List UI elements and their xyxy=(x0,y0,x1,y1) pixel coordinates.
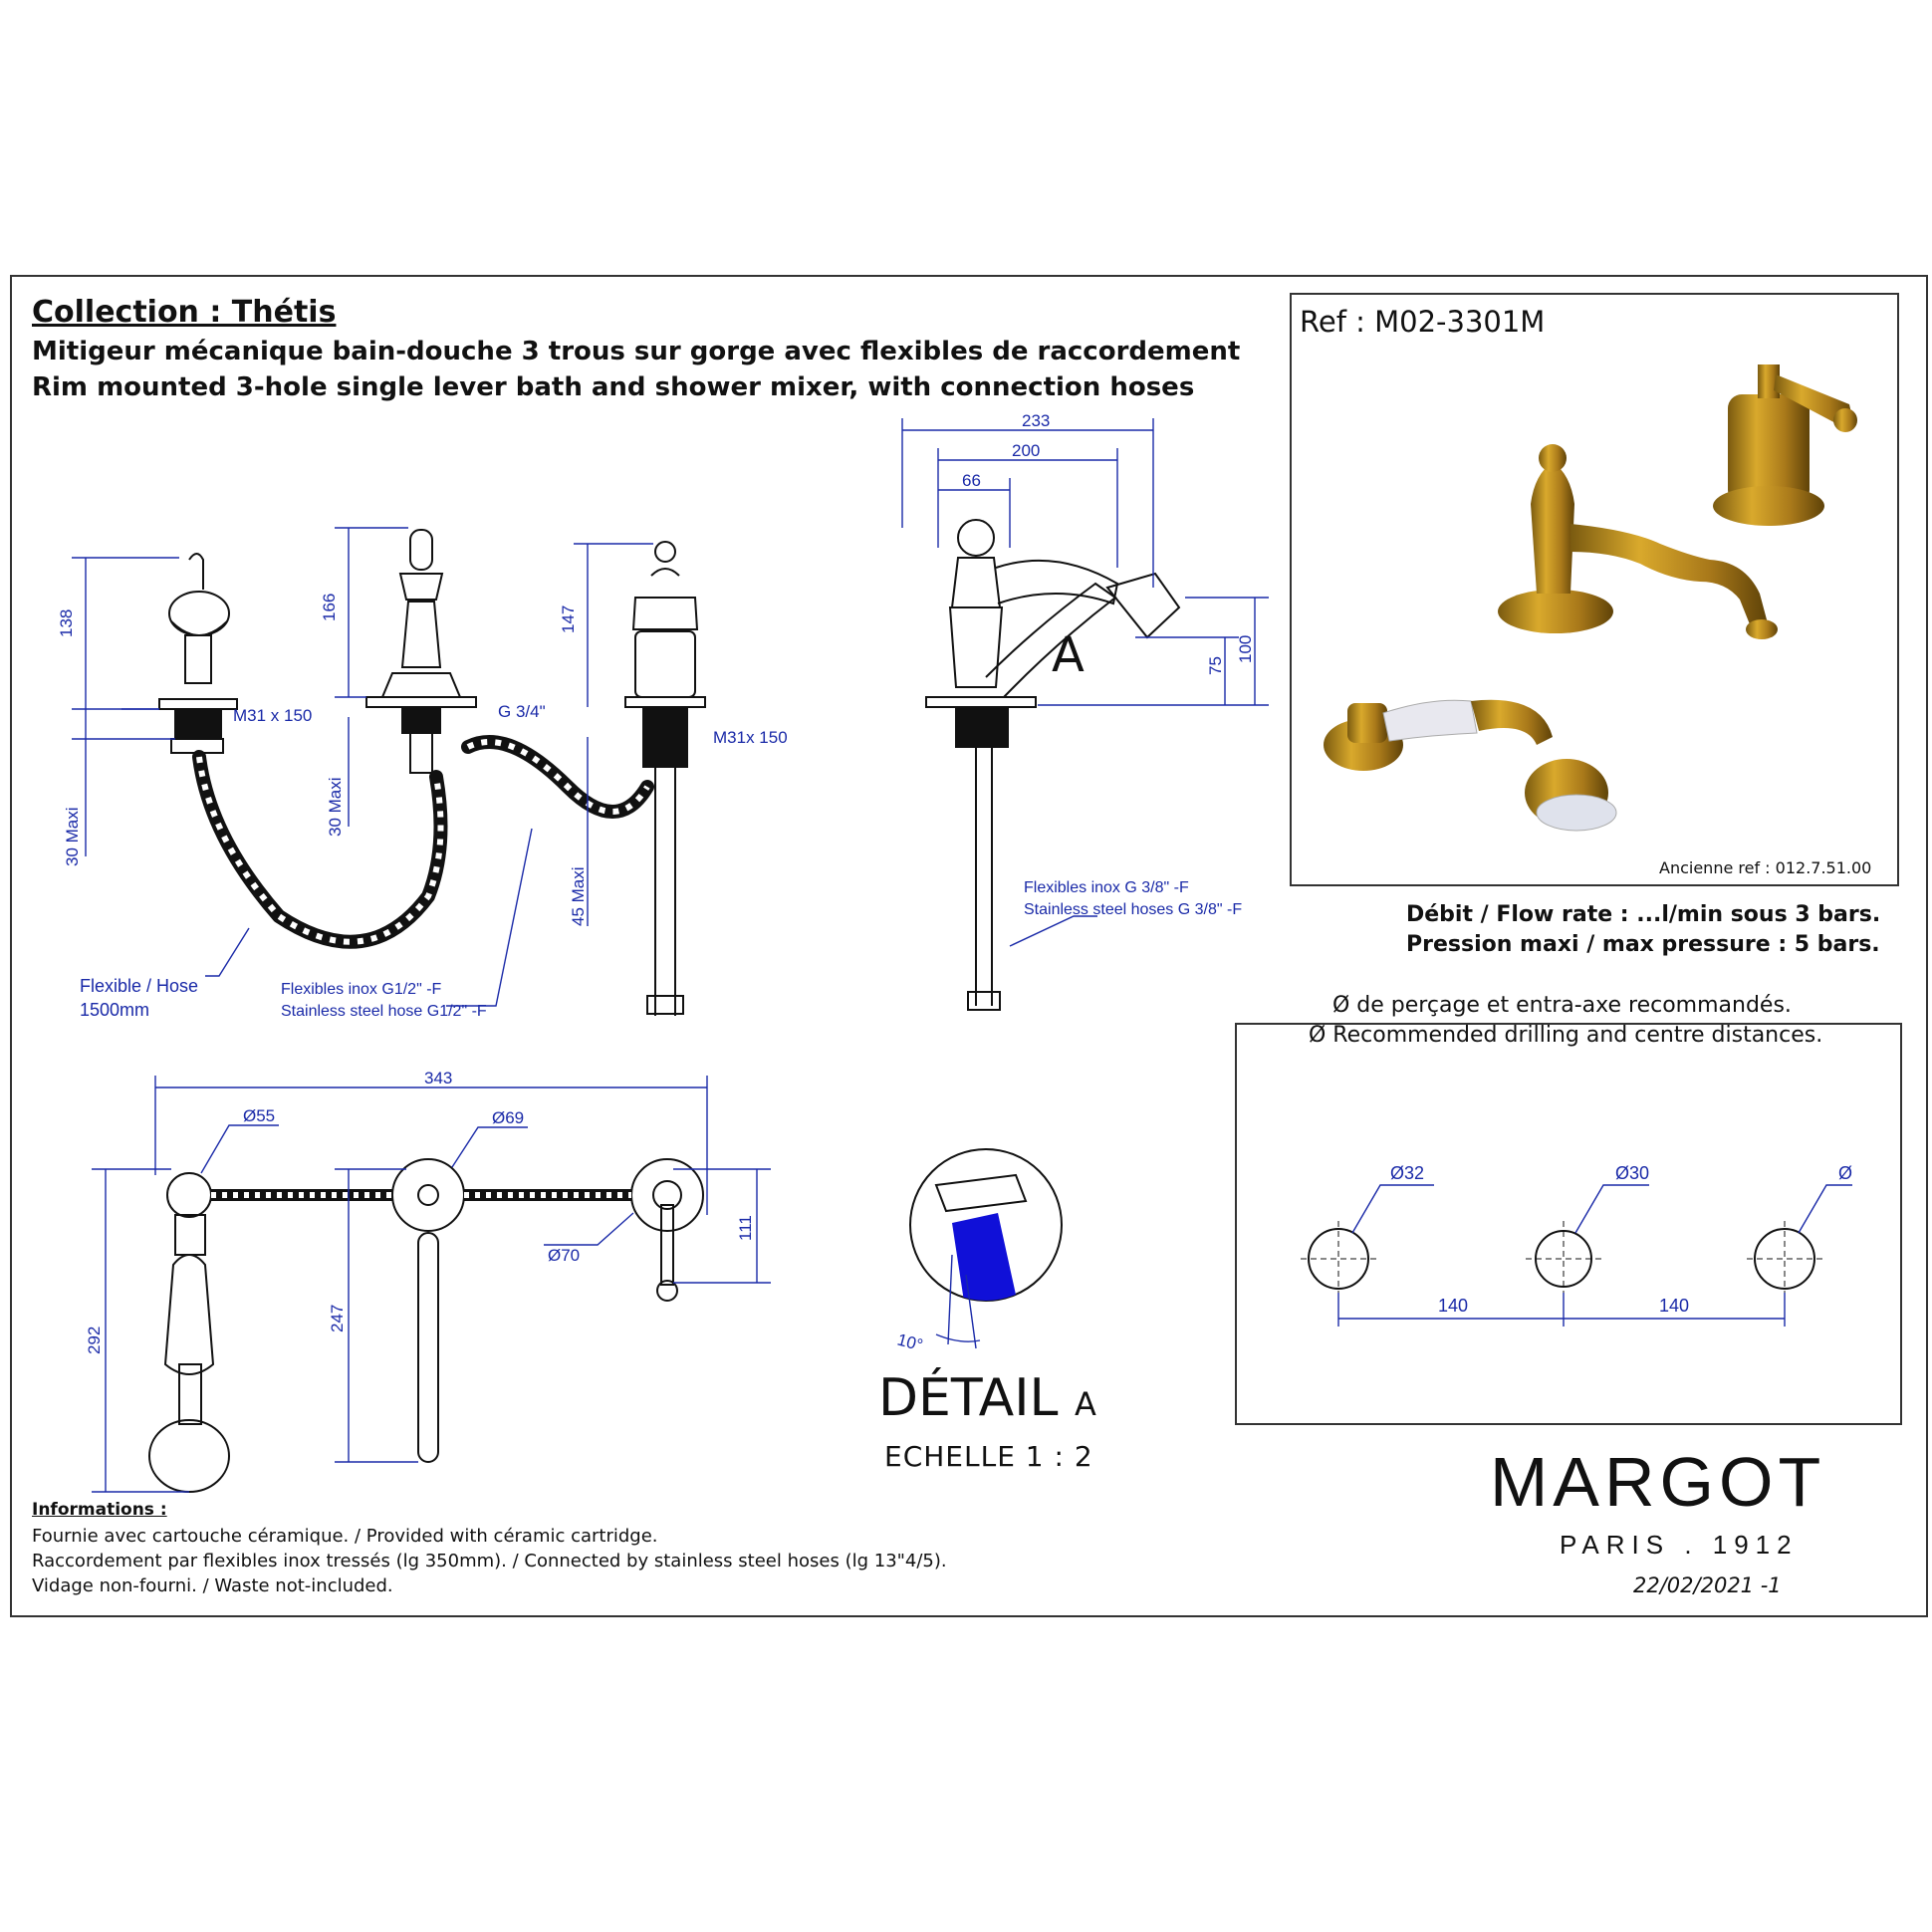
side-inox-fr: Flexibles inox G 3/8" -F xyxy=(1024,879,1189,896)
detail-title: DÉTAIL A xyxy=(878,1368,1096,1428)
maxi-spout: 30 Maxi xyxy=(326,777,345,837)
dim-diam-69: Ø69 xyxy=(492,1108,524,1127)
brand-tagline: PARIS . 1912 xyxy=(1560,1530,1799,1560)
dim-shower-height: 138 xyxy=(57,609,76,637)
detail-scale: ECHELLE 1 : 2 xyxy=(884,1440,1093,1473)
drill-hole-1-diameter: Ø32 xyxy=(1390,1163,1424,1183)
drilling-box xyxy=(1235,1023,1902,1425)
dim-233: 233 xyxy=(1022,411,1050,430)
dim-292: 292 xyxy=(85,1327,104,1354)
info-line-3: Vidage non-fourni. / Waste not-included. xyxy=(32,1575,393,1596)
info-line-2: Raccordement par flexibles inox tressés … xyxy=(32,1551,947,1571)
title-french: Mitigeur mécanique bain-douche 3 trous s… xyxy=(32,337,1241,366)
drilling-title-french: Ø de perçage et entra-axe recommandés. xyxy=(1332,993,1792,1018)
info-line-1: Fournie avec cartouche céramique. / Prov… xyxy=(32,1526,658,1547)
drill-spacing-2: 140 xyxy=(1659,1296,1689,1316)
flow-rate: Débit / Flow rate : ...l/min sous 3 bars… xyxy=(1406,902,1881,927)
drill-hole-3-diameter: Ø32 xyxy=(1838,1163,1852,1183)
revision-date: 22/02/2021 -1 xyxy=(1633,1573,1782,1597)
dim-247: 247 xyxy=(328,1305,347,1332)
dim-diam-70: Ø70 xyxy=(548,1246,580,1265)
thread-lever: M31x 150 xyxy=(713,728,788,747)
drill-hole-2-diameter: Ø30 xyxy=(1615,1163,1649,1183)
reference-number: Ref : M02-3301M xyxy=(1300,305,1546,339)
dim-100: 100 xyxy=(1236,635,1255,663)
max-pressure: Pression maxi / max pressure : 5 bars. xyxy=(1406,932,1880,957)
detail-angle: 10° xyxy=(895,1330,925,1355)
maxi-shower: 30 Maxi xyxy=(63,807,82,866)
detail-marker: A xyxy=(1052,627,1085,683)
reference-box xyxy=(1290,293,1899,886)
drill-hole-3 xyxy=(1754,1228,1815,1290)
dim-343: 343 xyxy=(424,1069,452,1087)
dim-66: 66 xyxy=(962,471,981,490)
hose-length: 1500mm xyxy=(80,1000,149,1020)
dim-lever-height: 147 xyxy=(559,605,578,633)
drawing-frame xyxy=(10,275,1928,1617)
top-view-drawing: 343 Ø55 Ø69 Ø70 111 292 247 xyxy=(85,1069,771,1493)
dim-75: 75 xyxy=(1206,656,1225,675)
hose-label: Flexible / Hose xyxy=(80,976,198,996)
drill-hole-2 xyxy=(1535,1230,1592,1288)
detail-title-suffix: A xyxy=(1075,1385,1096,1423)
side-inox-en: Stainless steel hoses G 3/8" -F xyxy=(1024,901,1242,918)
thread-shower: M31 x 150 xyxy=(233,706,312,725)
dim-111: 111 xyxy=(736,1215,755,1241)
detail-title-text: DÉTAIL xyxy=(878,1368,1059,1428)
brand-logo: MARGOT xyxy=(1490,1443,1826,1521)
drilling-title-english: Ø Recommended drilling and centre distan… xyxy=(1309,1023,1823,1048)
lever-valve-render xyxy=(1713,364,1857,526)
inox-hose-fr: Flexibles inox G1/2" -F xyxy=(281,981,442,998)
old-reference: Ancienne ref : 012.7.51.00 xyxy=(1659,858,1872,877)
side-elevation-drawing: 233 200 66 75 100 A Flexibles inox G 3/8… xyxy=(901,411,1269,1011)
thread-spout: G 3/4" xyxy=(498,702,546,721)
handshower-front xyxy=(158,553,238,754)
inox-hose-en: Stainless steel hose G1/2" -F xyxy=(281,1003,487,1020)
collection-title: Collection : Thétis xyxy=(32,295,337,330)
detail-a-drawing: 10° xyxy=(895,1148,1063,1355)
drilling-template: Ø32 Ø30 Ø32 140 140 xyxy=(1301,1163,1852,1327)
spout-front xyxy=(365,529,477,774)
drill-spacing-1: 140 xyxy=(1438,1296,1468,1316)
dim-spout-height: 166 xyxy=(320,594,339,621)
maxi-lever: 45 Maxi xyxy=(569,866,588,926)
drill-hole-1 xyxy=(1308,1228,1369,1290)
spout-render xyxy=(1498,444,1778,639)
front-elevation-drawing: 138 166 147 M31 x 150 G 3/4" M31x 150 30… xyxy=(57,527,788,1020)
handshower-render xyxy=(1324,699,1617,832)
dim-diam-55: Ø55 xyxy=(243,1106,275,1125)
title-english: Rim mounted 3-hole single lever bath and… xyxy=(32,372,1195,402)
dim-200: 200 xyxy=(1012,441,1040,460)
lever-valve-front xyxy=(624,541,706,1016)
product-render xyxy=(1324,364,1857,832)
informations-title: Informations : xyxy=(32,1500,167,1520)
